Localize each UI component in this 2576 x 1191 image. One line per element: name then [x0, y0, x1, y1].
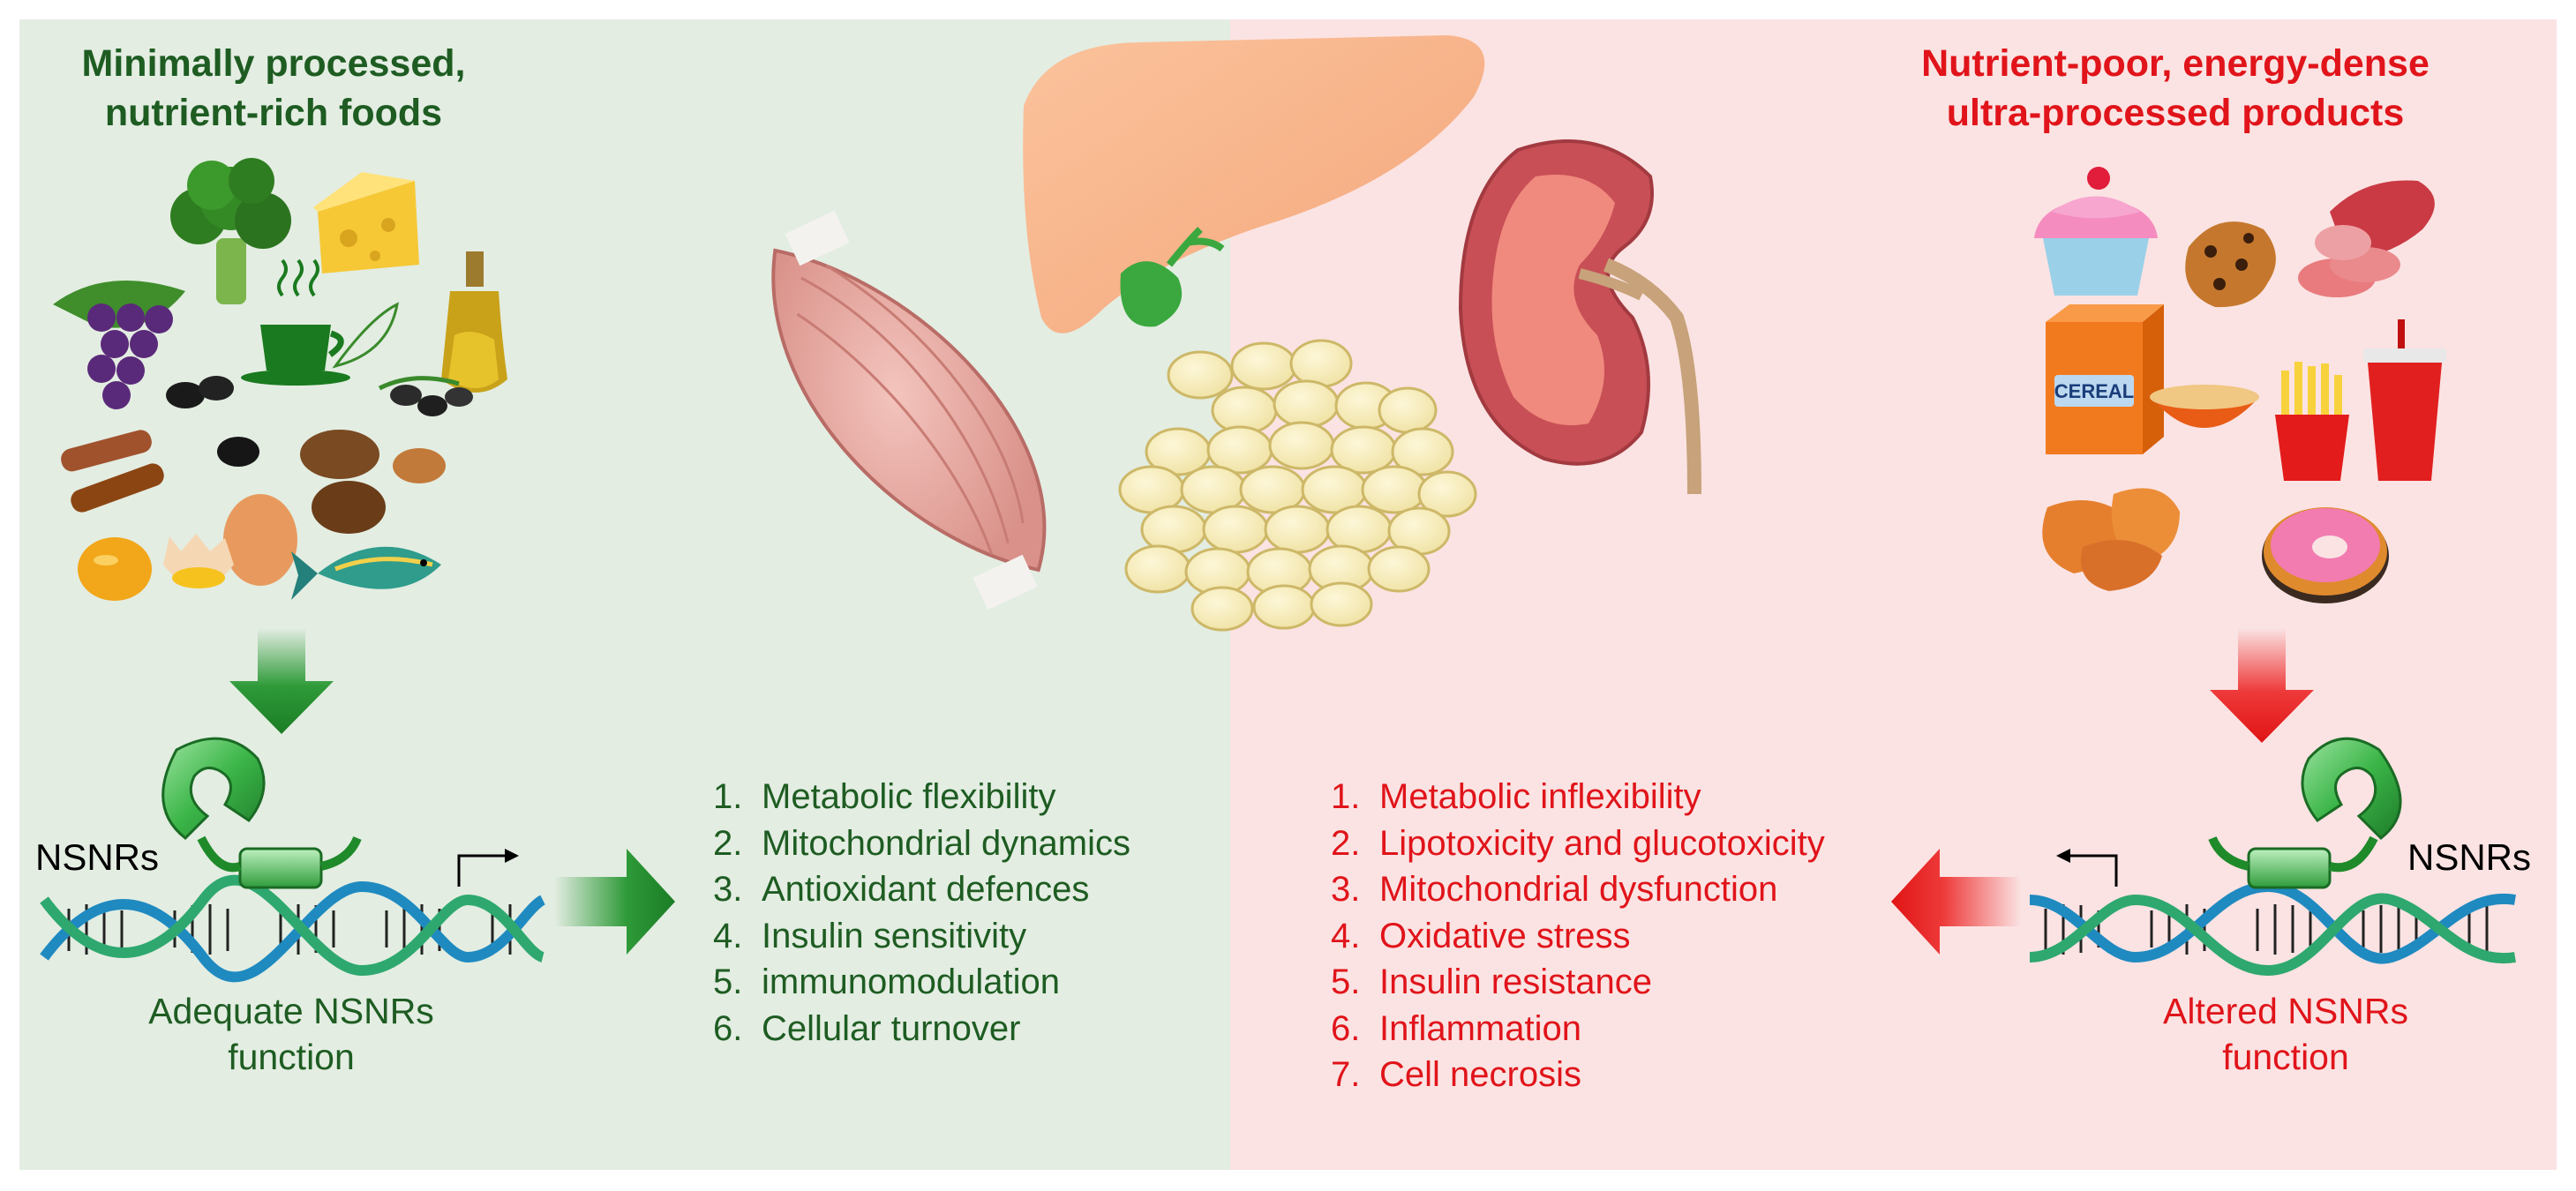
list-item-text: immunomodulation — [762, 963, 1060, 1001]
pecans-icon — [300, 430, 446, 534]
list-item: 5. Insulin resistance — [1331, 959, 1825, 1006]
donut-icon — [2262, 507, 2389, 603]
healthy-title-line2: nutrient-rich foods — [104, 92, 443, 134]
caption-right-line2: function — [2222, 1037, 2349, 1077]
caption-right-line1: Altered NSNRs — [2163, 991, 2408, 1031]
dna-helix-left — [40, 849, 546, 983]
dna-helix-right — [2029, 849, 2516, 977]
processed-title-line1: Nutrient-poor, energy-dense — [1921, 42, 2430, 85]
nsnrs-label-right: NSNRs — [2407, 836, 2532, 878]
unhealthy-left-arrow — [1891, 849, 2021, 955]
black-beans-icon — [166, 376, 259, 467]
olives-icon — [378, 376, 473, 416]
list-item-text: Inflammation — [1379, 1008, 1581, 1048]
healthy-title-line1: Minimally processed, — [81, 42, 466, 85]
olive-oil-icon — [441, 251, 507, 393]
caption-left-line2: function — [228, 1037, 355, 1077]
list-item: 5. immunomodulation — [713, 959, 1130, 1006]
fish-icon — [291, 546, 441, 600]
list-item-text: Cell necrosis — [1379, 1055, 1581, 1094]
nsnrs-label-left: NSNRs — [35, 836, 160, 878]
soybean-icon — [78, 537, 152, 601]
healthy-down-arrow — [229, 628, 334, 734]
list-item: 6. Inflammation — [1331, 1006, 1825, 1052]
list-item-number: 5. — [1331, 963, 1361, 1001]
receptor-left — [161, 737, 362, 889]
healthy-outcomes-list: 1. Metabolic flexibility 2. Mitochondrial … — [713, 774, 1130, 1052]
list-item-text: Antioxidant defences — [762, 870, 1090, 909]
list-item: 1. Metabolic inflexibility — [1331, 774, 1825, 820]
salami-icon — [2298, 180, 2435, 297]
caption-left-line1: Adequate NSNRs — [148, 991, 434, 1031]
processed-outcomes-list: 1. Metabolic inflexibility 2. Lipotoxicity… — [1331, 774, 1825, 1098]
gallbladder-icon — [1120, 227, 1225, 327]
list-item-number: 3. — [1331, 870, 1361, 909]
cupcake-icon — [2034, 167, 2158, 296]
list-item: 2. Lipotoxicity and glucotoxicity — [1331, 820, 1825, 867]
cereal-box-label: CEREAL — [2054, 380, 2134, 402]
cinnamon-icon — [61, 430, 164, 513]
cookie-icon — [2185, 221, 2276, 308]
list-item: 4. Insulin sensitivity — [713, 913, 1130, 960]
list-item-number: 4. — [713, 916, 743, 955]
list-item: 2. Mitochondrial dynamics — [713, 820, 1130, 867]
grapes-icon — [53, 281, 185, 409]
list-item-text: Insulin resistance — [1379, 963, 1653, 1001]
chicken-nuggets-icon — [2042, 488, 2180, 591]
healthy-right-arrow — [554, 849, 675, 955]
soda-cup-icon — [2363, 319, 2446, 481]
list-item: 1. Metabolic flexibility — [713, 774, 1130, 820]
list-item-number: 3. — [713, 870, 743, 909]
receptor-right — [2208, 737, 2402, 889]
list-item-text: Cellular turnover — [762, 1008, 1021, 1048]
list-item-text: Mitochondrial dysfunction — [1379, 870, 1778, 909]
list-item-number: 6. — [1331, 1008, 1361, 1048]
list-item: 4. Oxidative stress — [1331, 913, 1825, 960]
list-item-text: Metabolic flexibility — [762, 777, 1056, 816]
liver-icon — [1023, 35, 1485, 333]
cheese-icon — [313, 172, 419, 273]
muscle-icon — [771, 210, 1047, 610]
list-item: 3. Mitochondrial dysfunction — [1331, 866, 1825, 913]
list-item: 7. Cell necrosis — [1331, 1052, 1825, 1098]
unhealthy-down-arrow — [2210, 628, 2314, 743]
list-item-text: Metabolic inflexibility — [1379, 777, 1701, 816]
altered-function-caption: Altered NSNRs function — [2092, 988, 2480, 1080]
list-item-number: 7. — [1331, 1055, 1361, 1094]
list-item-number: 6. — [713, 1008, 743, 1048]
cereal-bowl-icon — [2150, 385, 2259, 428]
list-item-number: 4. — [1331, 916, 1361, 955]
list-item-number: 2. — [1331, 823, 1361, 863]
list-item: 6. Cellular turnover — [713, 1006, 1130, 1052]
adipocytes-icon — [1118, 339, 1477, 632]
list-item: 3. Antioxidant defences — [713, 866, 1130, 913]
green-tea-icon — [241, 258, 400, 386]
cereal-box-icon: CEREAL — [2046, 304, 2164, 454]
adequate-function-caption: Adequate NSNRs function — [79, 988, 503, 1080]
fries-icon — [2275, 362, 2349, 481]
list-item-text: Oxidative stress — [1379, 916, 1631, 955]
list-item-number: 5. — [713, 963, 743, 1001]
kidney-icon — [1458, 139, 1701, 495]
list-item-number: 2. — [713, 823, 743, 863]
processed-foods-title: Nutrient-poor, energy-dense ultra-proces… — [1893, 39, 2458, 138]
healthy-foods-title: Minimally processed, nutrient-rich foods — [26, 39, 521, 138]
list-item-text: Lipotoxicity and glucotoxicity — [1379, 823, 1825, 863]
processed-title-line2: ultra-processed products — [1946, 92, 2405, 134]
list-item-text: Insulin sensitivity — [762, 916, 1027, 955]
list-item-number: 1. — [1331, 777, 1361, 816]
egg-icon — [163, 494, 297, 588]
broccoli-icon — [170, 158, 291, 304]
list-item-number: 1. — [713, 777, 743, 816]
list-item-text: Mitochondrial dynamics — [762, 823, 1130, 863]
